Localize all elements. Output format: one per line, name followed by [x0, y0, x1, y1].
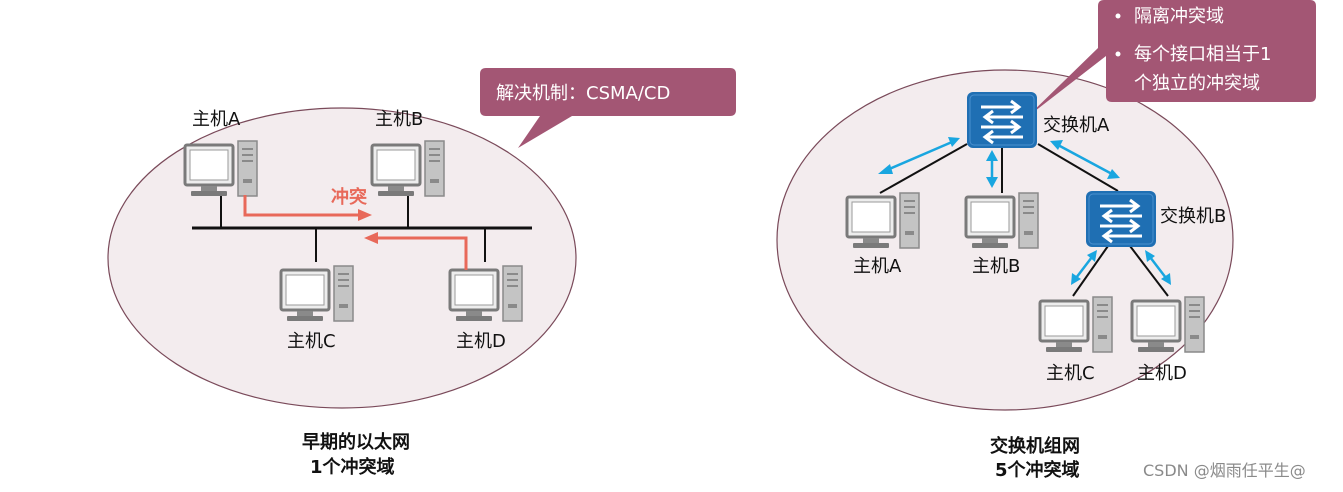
- right-host-b-label: 主机B: [972, 256, 1020, 277]
- callout-bullet-1: 隔离冲突域: [1134, 6, 1224, 27]
- callout-bullet-2-line2: 个独立的冲突域: [1134, 73, 1260, 94]
- right-caption-line2: 5个冲突域: [995, 459, 1080, 481]
- right-host-a-label: 主机A: [853, 256, 902, 277]
- bidirectional-arrow-c: [1071, 250, 1097, 285]
- right-diagram: 隔离冲突域 每个接口相当于1 个独立的冲突域: [776, 0, 1316, 481]
- host-d-label: 主机D: [456, 331, 506, 352]
- host-b-label: 主机B: [375, 109, 423, 130]
- switch-b-icon: [1084, 189, 1158, 249]
- link-swb-hostc: [1072, 245, 1109, 297]
- host-c-label: 主机C: [287, 331, 336, 352]
- callout-bullet-2-line1: 每个接口相当于1: [1134, 44, 1271, 65]
- switch-b-label: 交换机B: [1160, 206, 1226, 227]
- right-caption-line1: 交换机组网: [990, 435, 1080, 457]
- switch-callout: [1026, 0, 1316, 118]
- collision-arrowhead-left: [364, 232, 378, 244]
- collision-arrow-from-a: [243, 195, 358, 217]
- bidirectional-arrow-b: [986, 150, 998, 188]
- bidirectional-arrow-d: [1145, 250, 1171, 285]
- bidirectional-arrow-a: [878, 137, 960, 174]
- csma-cd-callout-text: 解决机制：CSMA/CD: [496, 83, 670, 104]
- right-host-d-label: 主机D: [1137, 363, 1187, 384]
- collision-arrowhead-right: [358, 209, 372, 221]
- switch-a-label: 交换机A: [1043, 115, 1110, 136]
- host-a-label: 主机A: [192, 109, 241, 130]
- left-caption-line2: 1个冲突域: [310, 456, 395, 478]
- link-swb-hostd: [1129, 245, 1169, 297]
- right-host-c-label: 主机C: [1046, 363, 1095, 384]
- link-swa-swb: [1037, 143, 1119, 192]
- left-caption-line1: 早期的以太网: [302, 431, 410, 453]
- csma-cd-callout: [480, 68, 736, 148]
- collision-domain-ellipse-right: [776, 69, 1234, 411]
- csdn-watermark: CSDN @烟雨任平生@: [1143, 461, 1306, 480]
- collision-arrow-from-d: [378, 236, 468, 270]
- bidirectional-arrow-swb: [1050, 140, 1120, 179]
- collision-label: 冲突: [331, 186, 367, 208]
- callout-bullet-dot-2: [1115, 51, 1121, 57]
- callout-bullet-dot-1: [1115, 13, 1121, 19]
- collision-domain-ellipse-left: [107, 107, 577, 409]
- left-diagram: 主机A 主机B 主机C 主机D 冲突 解决机制：CSMA/CD 早期的以太网 1…: [107, 68, 736, 478]
- switch-a-icon: [965, 90, 1039, 150]
- link-swa-hosta: [879, 143, 968, 194]
